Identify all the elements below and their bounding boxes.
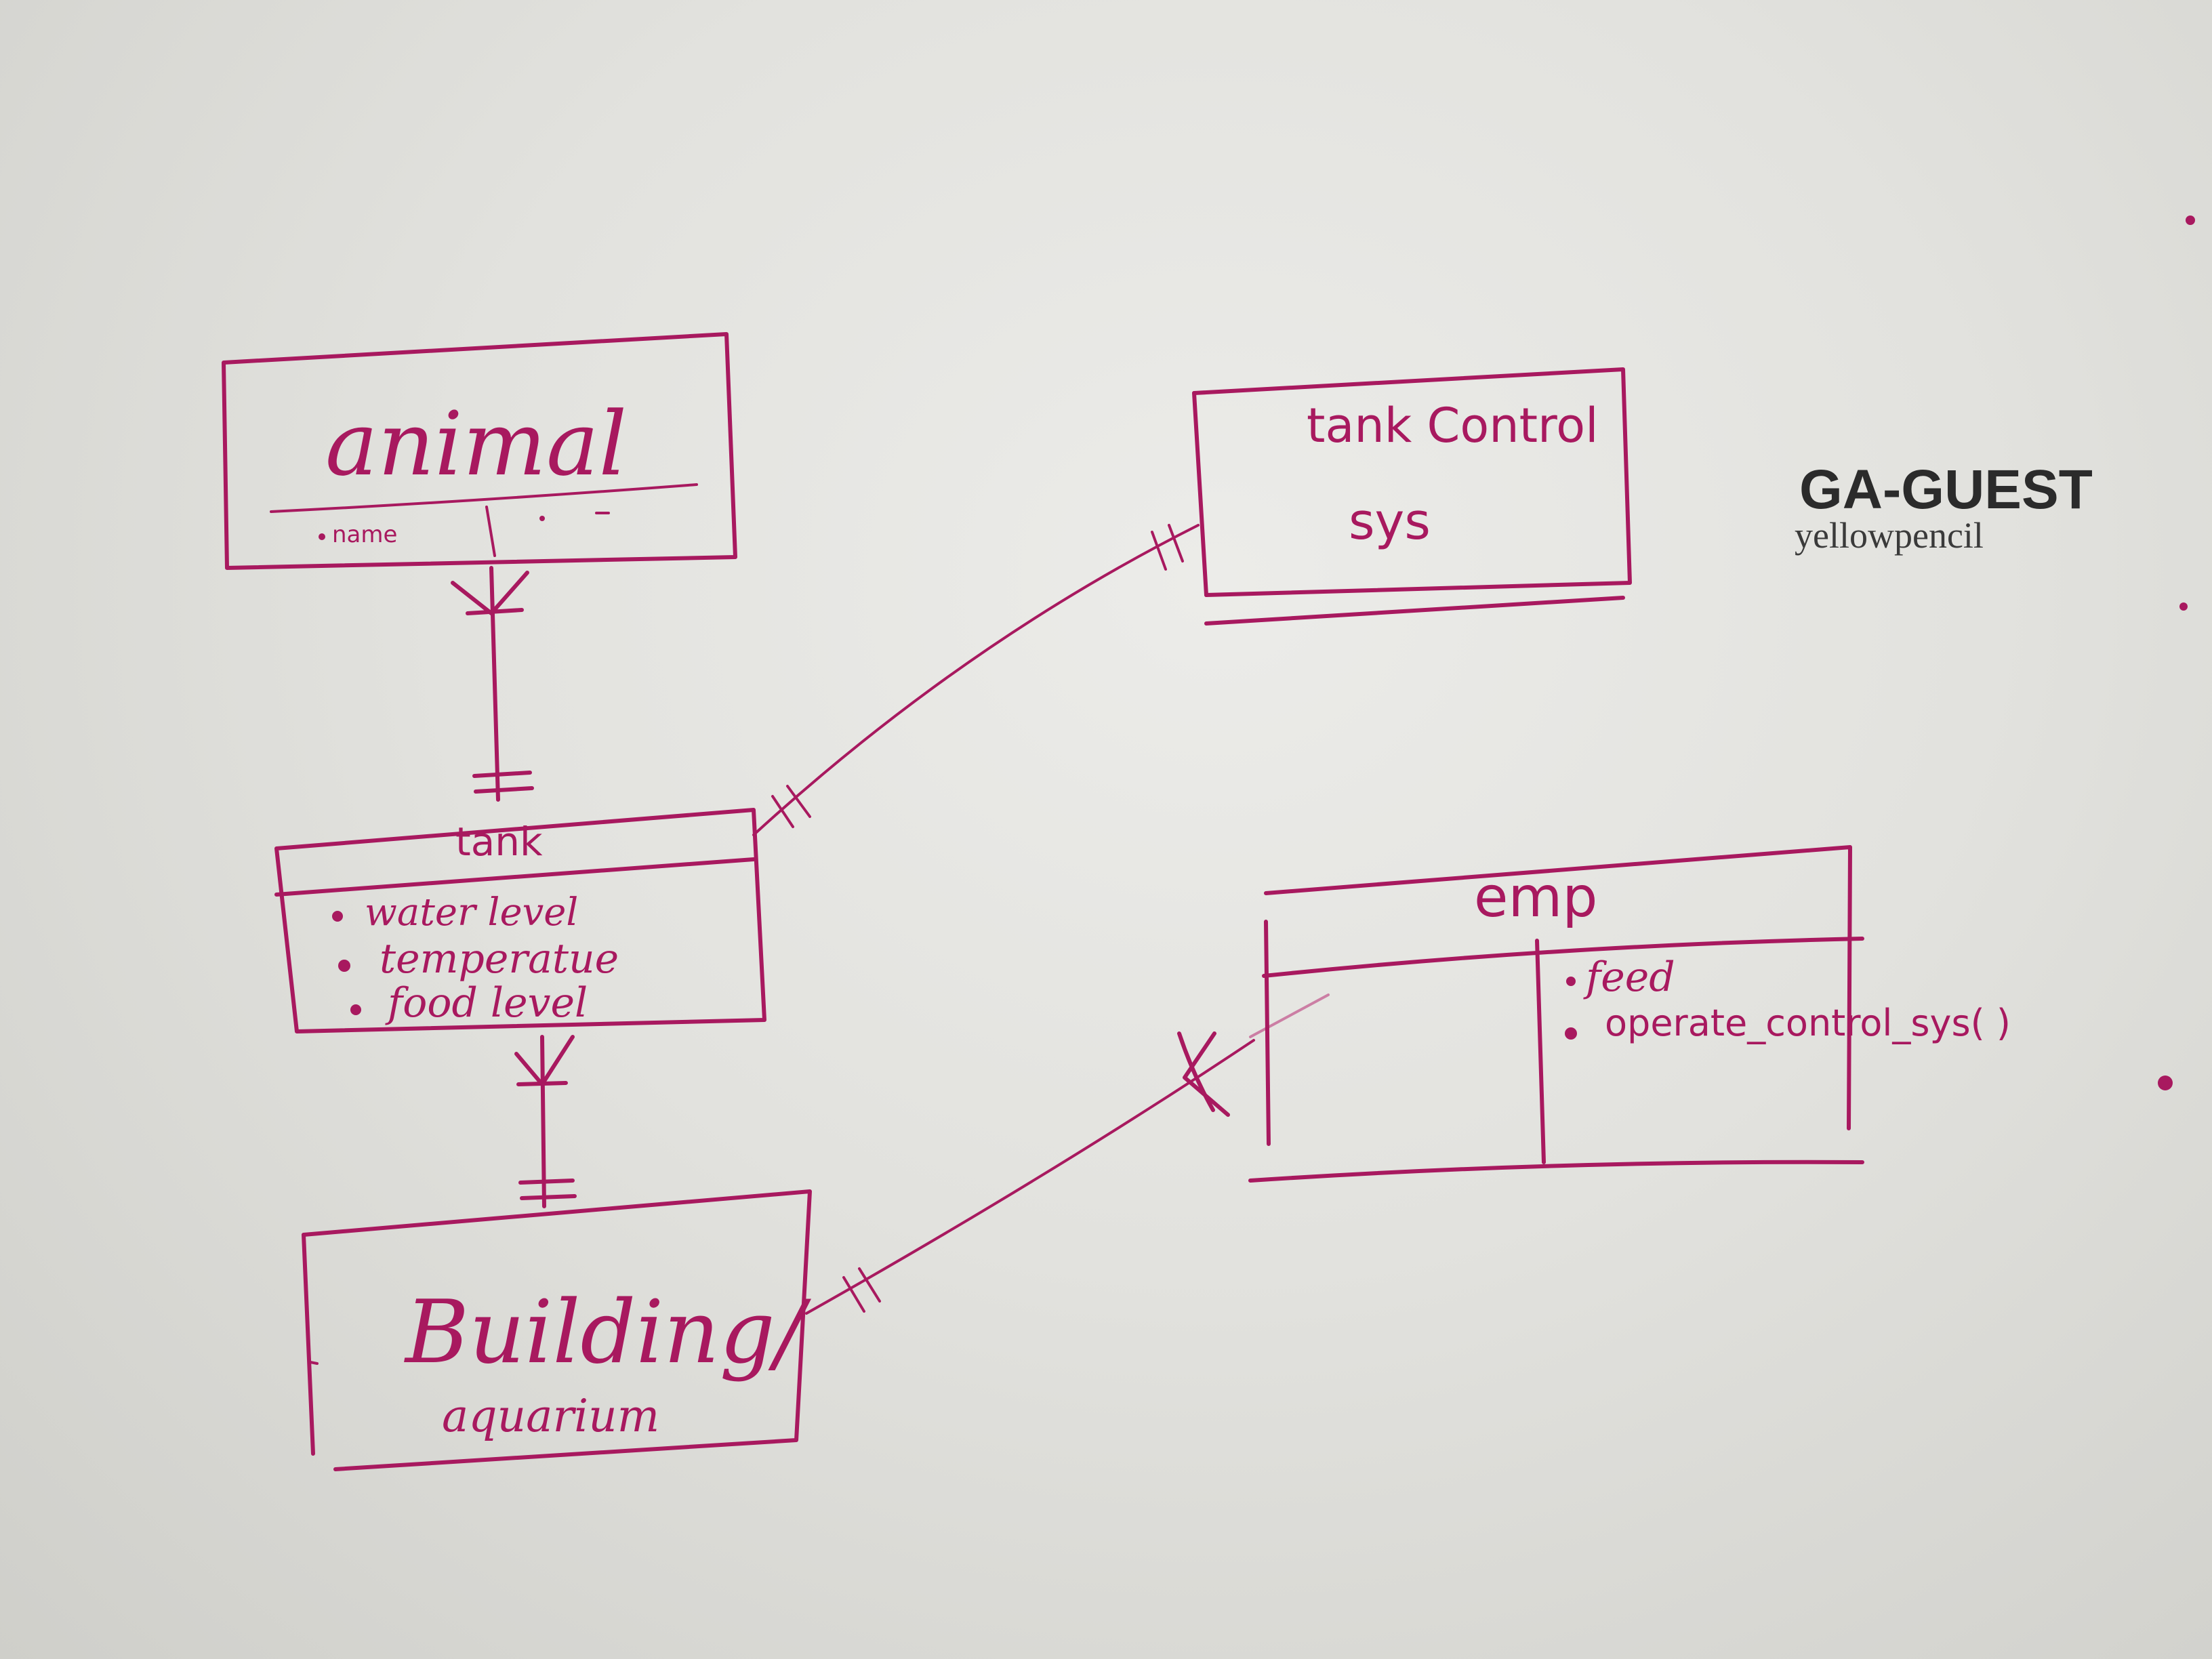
animal-attribute-name: name <box>332 521 397 548</box>
tank-attribute-food-level: food level <box>385 979 588 1027</box>
tank-attribute-temperature: temperatue <box>380 935 619 983</box>
emp-entity: emp feed operate_control_sys( ) <box>1248 845 2011 1183</box>
building-subtitle: aquarium <box>442 1390 659 1442</box>
tank-control-subtitle: sys <box>1349 493 1431 551</box>
relation-tank-building <box>514 1035 577 1208</box>
tank-control-title: tank Control <box>1307 398 1599 453</box>
emp-method-operate-control-sys: operate_control_sys( ) <box>1605 1002 2011 1044</box>
watermark-title: GA-GUEST <box>1799 459 2093 520</box>
relation-tank-tankcontrol <box>752 524 1200 836</box>
emp-title: emp <box>1474 865 1597 930</box>
relation-building-emp <box>805 994 1330 1315</box>
tank-title: tank <box>455 819 543 865</box>
emp-method-feed: feed <box>1583 954 1675 1001</box>
building-title: Building/ <box>404 1282 812 1383</box>
tank-control-entity: tank Control sys <box>1192 367 1632 626</box>
watermark-subtitle: yellowpencil <box>1795 515 1984 556</box>
stray-marks <box>2158 216 2195 1090</box>
animal-entity: animal name <box>222 332 737 570</box>
building-entity: Building/ aquarium <box>302 1189 812 1471</box>
relation-animal-tank <box>451 566 534 802</box>
watermark: GA-GUEST yellowpencil <box>1795 459 2093 556</box>
tank-attribute-water-level: water level <box>365 890 578 935</box>
animal-title: animal <box>325 392 627 495</box>
tank-entity: tank water level temperatue food level <box>274 808 766 1033</box>
